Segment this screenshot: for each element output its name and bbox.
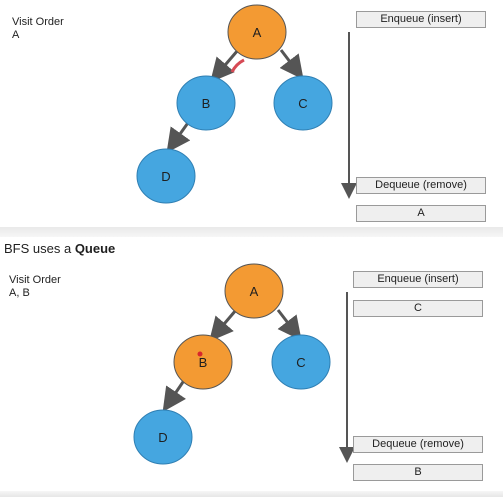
node-a xyxy=(224,263,284,319)
heading-text: BFS uses a xyxy=(4,241,75,256)
node-b-label: B xyxy=(202,96,211,111)
visit-order-title: Visit Order xyxy=(9,274,61,286)
dequeue-box: Dequeue (remove) xyxy=(353,436,483,453)
node-d-label: D xyxy=(158,430,167,445)
dequeued-item: B xyxy=(353,464,483,481)
bfs-step-2-panel: BFS uses a Queue Visit Order A, B A B C … xyxy=(0,237,503,491)
edge-a-c xyxy=(276,309,302,341)
tree-diagram-step-2: A B C D xyxy=(133,263,355,465)
node-a-label: A xyxy=(250,284,259,299)
node-a-label: A xyxy=(253,25,262,40)
node-c xyxy=(273,75,333,131)
heading-emphasis: Queue xyxy=(74,241,116,256)
cursor-dot xyxy=(197,351,203,357)
edge-b-d xyxy=(166,119,192,153)
slide-heading: BFS uses a Queue xyxy=(4,241,115,257)
edge-a-b xyxy=(209,309,238,342)
cursor-mark xyxy=(230,58,245,73)
node-d xyxy=(133,409,193,465)
visit-order-title: Visit Order xyxy=(12,16,64,28)
node-b xyxy=(173,334,233,390)
dequeue-box: Dequeue (remove) xyxy=(356,177,486,194)
dequeued-item: A xyxy=(356,205,486,222)
node-c-label: C xyxy=(298,96,307,111)
edge-a-b xyxy=(210,49,240,83)
node-b xyxy=(176,75,236,131)
node-d-label: D xyxy=(161,169,170,184)
enqueue-box: Enqueue (insert) xyxy=(356,11,486,28)
tree-diagram-step-1: A B C D xyxy=(136,4,357,204)
node-b-label: B xyxy=(199,355,208,370)
node-c-label: C xyxy=(296,355,305,370)
visit-order-value: A xyxy=(12,29,20,41)
node-c xyxy=(271,334,331,390)
visit-order-value: A, B xyxy=(9,287,30,299)
panel-divider xyxy=(0,227,503,237)
enqueue-box: Enqueue (insert) xyxy=(353,271,483,288)
node-d xyxy=(136,148,196,204)
queue-item: C xyxy=(353,300,483,317)
edge-a-c xyxy=(279,49,304,80)
node-a xyxy=(227,4,287,60)
bottom-divider xyxy=(0,491,503,497)
bfs-step-1-panel: Visit Order A A B C D Enqueue (insert) D… xyxy=(0,0,503,227)
edge-b-d xyxy=(162,378,187,412)
